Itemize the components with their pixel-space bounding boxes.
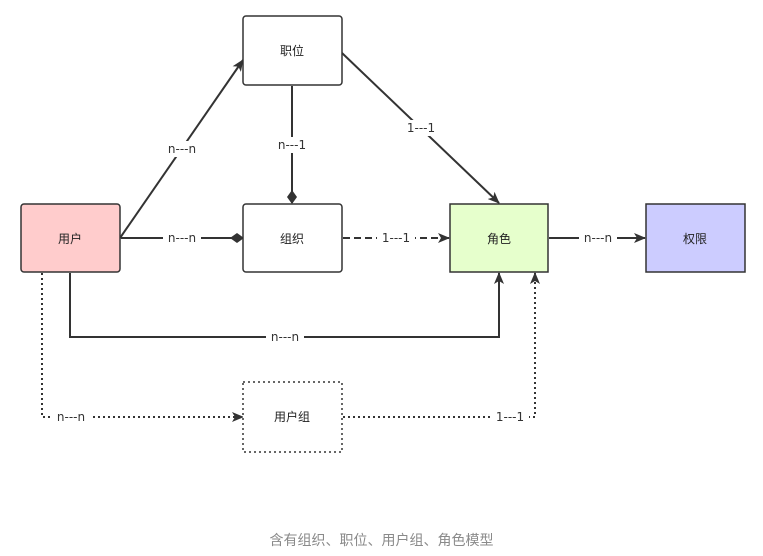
- edge-label-user-usergroup-text: n---n: [57, 410, 85, 424]
- edge-label-position-role: 1---1: [402, 120, 440, 136]
- edge-label-user-position: n---n: [163, 141, 201, 157]
- diagram-caption: 含有组织、职位、用户组、角色模型: [269, 533, 494, 549]
- edge-label-user-position-text: n---n: [168, 142, 196, 156]
- node-org-label: 组织: [280, 232, 304, 246]
- edge-label-org-role: 1---1: [377, 230, 415, 246]
- edge-user-usergroup: [41, 273, 244, 422]
- edge-label-role-permission-text: n---n: [584, 231, 612, 245]
- node-role: 角色: [449, 203, 549, 273]
- node-user-group-label: 用户组: [274, 409, 310, 424]
- node-position-label: 职位: [280, 43, 304, 58]
- edge-label-position-role-text: 1---1: [407, 121, 435, 135]
- edge-usergroup-role: [343, 272, 540, 418]
- edge-user-role: [69, 272, 504, 338]
- node-org: 组织: [242, 203, 343, 273]
- edge-label-position-org-text: n---1: [278, 138, 306, 152]
- edge-label-position-org: n---1: [274, 137, 310, 153]
- edge-label-user-role: n---n: [266, 329, 304, 345]
- node-user: 用户: [20, 203, 121, 273]
- node-permission: 权限: [645, 203, 746, 273]
- edge-label-org-role-text: 1---1: [382, 231, 410, 245]
- edge-label-usergroup-role-text: 1---1: [496, 410, 524, 424]
- edge-label-role-permission: n---n: [579, 230, 617, 246]
- node-user-label: 用户: [58, 231, 82, 246]
- edge-label-user-org: n---n: [163, 230, 201, 246]
- node-position: 职位: [242, 15, 343, 86]
- edge-label-usergroup-role: 1---1: [491, 409, 529, 425]
- edge-label-user-usergroup: n---n: [52, 409, 90, 425]
- node-user-group: 用户组: [242, 381, 343, 453]
- node-role-label: 角色: [487, 232, 511, 246]
- edge-label-user-org-text: n---n: [168, 231, 196, 245]
- node-permission-label: 权限: [683, 232, 707, 246]
- edge-label-user-role-text: n---n: [271, 330, 299, 344]
